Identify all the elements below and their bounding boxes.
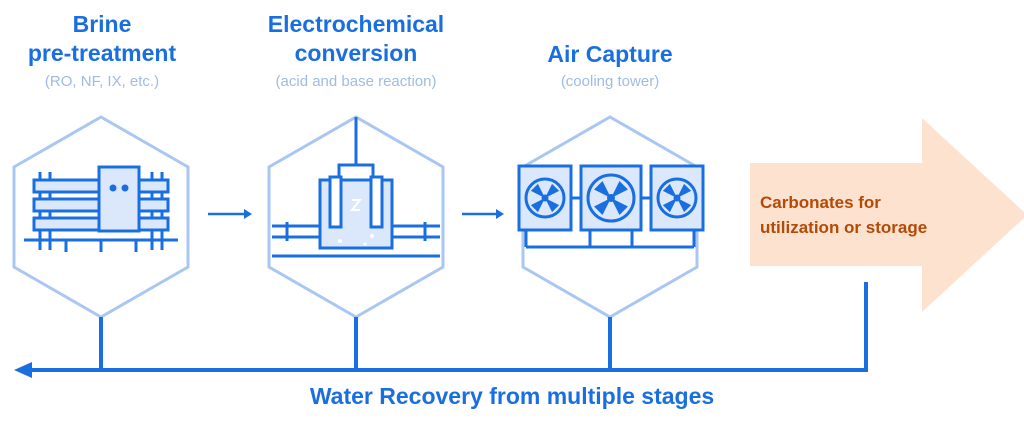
stage1-title-line1: Brine (72, 11, 132, 37)
water-recovery-lines (30, 282, 868, 372)
stage2-subtitle: (acid and base reaction) (275, 73, 437, 90)
output-label-line2: utilization or storage (760, 218, 928, 237)
flow-arrow-2-3 (462, 209, 504, 219)
membrane-filtration-icon (24, 165, 178, 252)
stage3-subtitle: (cooling tower) (560, 73, 660, 90)
water-recovery-arrowhead (14, 362, 32, 378)
stage1-title-line2: pre-treatment (27, 40, 177, 66)
stage2-title-line2: conversion (294, 40, 418, 66)
stage2-title-line1: Electrochemical (267, 11, 445, 37)
flow-arrow-1-2 (208, 209, 252, 219)
stage3-title: Air Capture (547, 41, 673, 67)
water-recovery-label: Water Recovery from multiple stages (309, 383, 715, 409)
electrolysis-cell-icon (272, 117, 440, 258)
stage1-subtitle: (RO, NF, IX, etc.) (44, 73, 160, 90)
output-arrow (750, 118, 1024, 312)
output-label-line1: Carbonates for (760, 193, 881, 212)
